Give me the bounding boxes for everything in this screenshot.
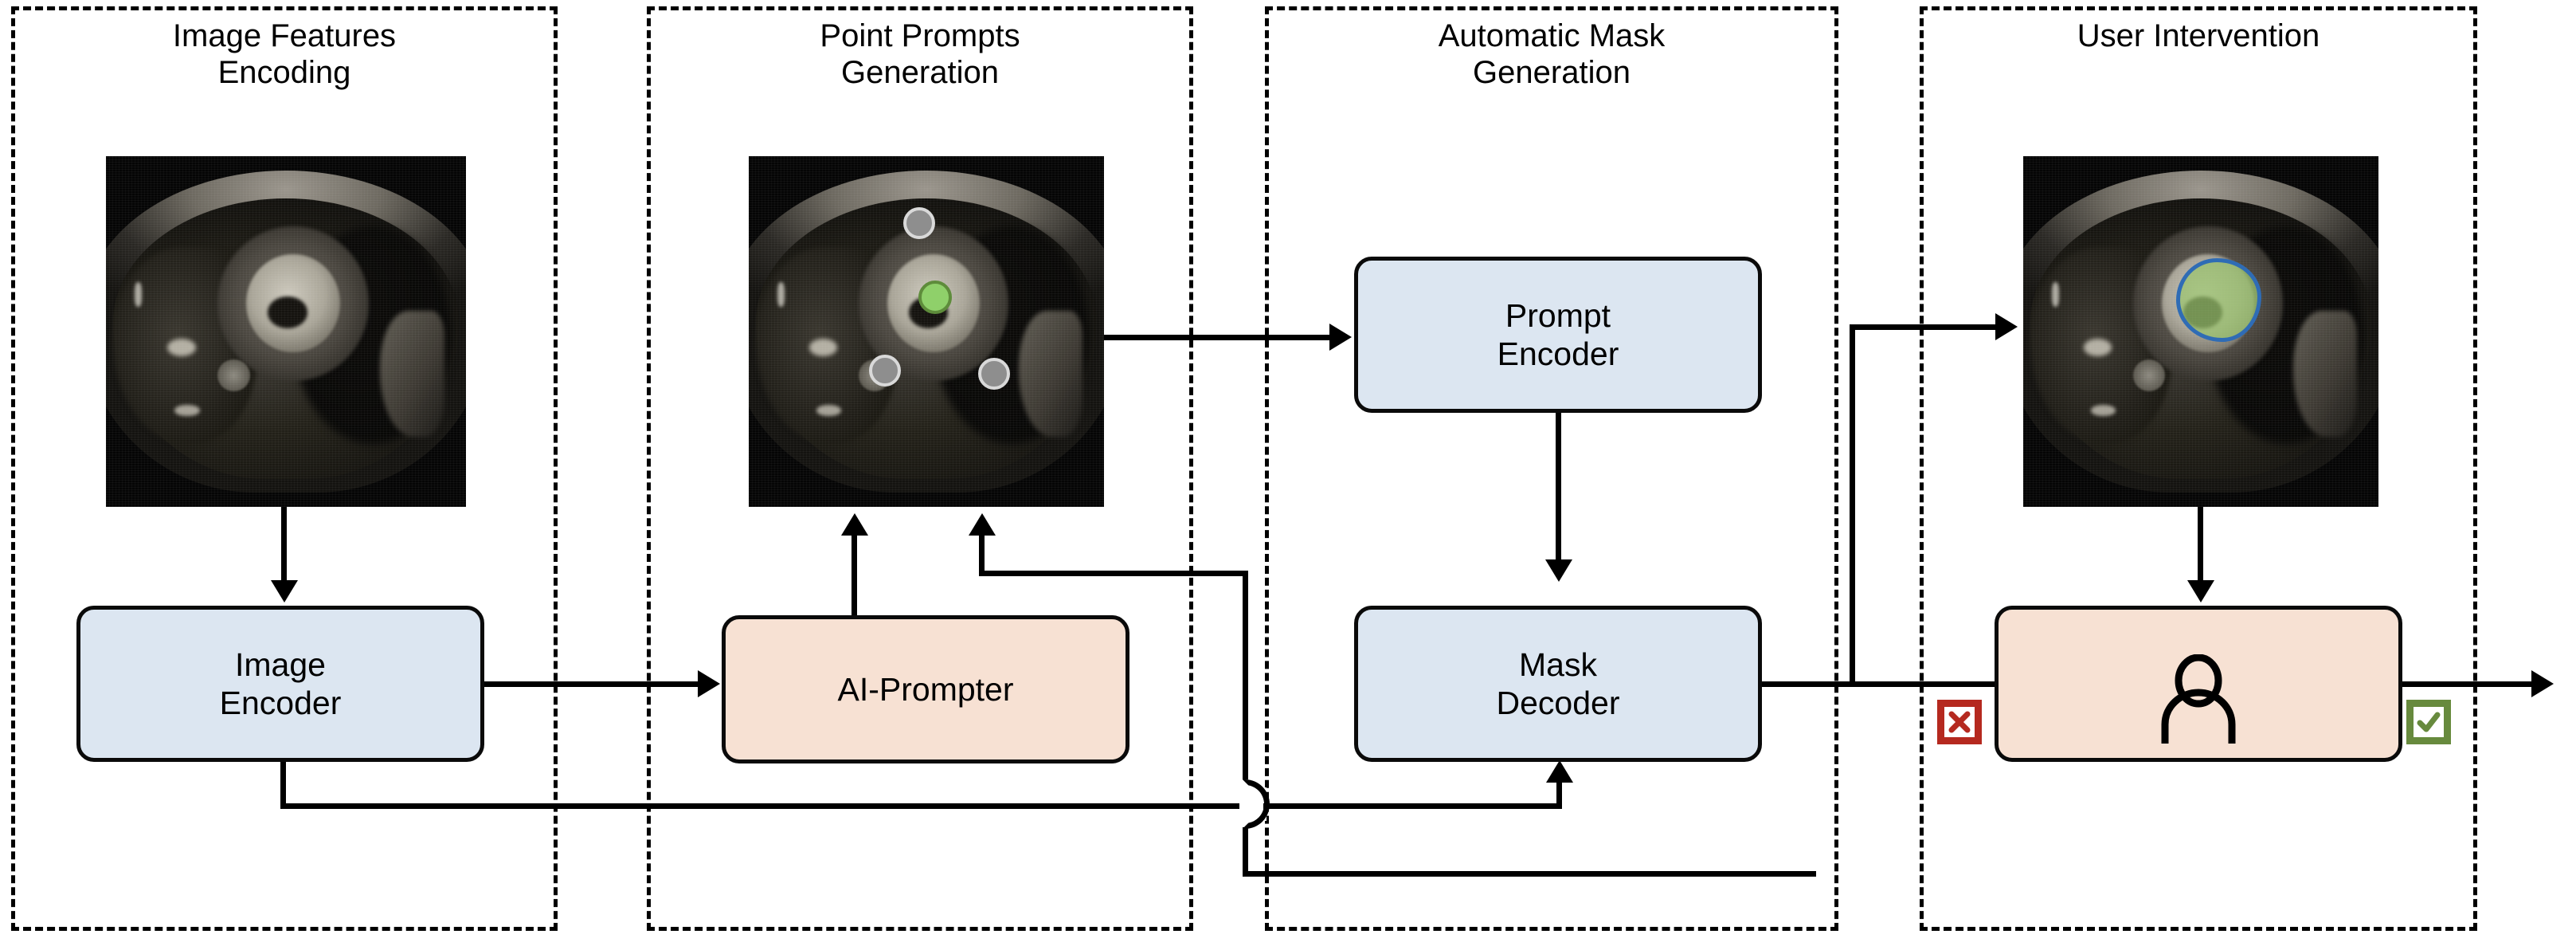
edge-image-encoder-bottom-stub: [280, 762, 286, 807]
node-ai-prompter[interactable]: AI-Prompter: [722, 615, 1129, 763]
node-prompt-encoder[interactable]: Prompt Encoder: [1354, 257, 1762, 413]
arrowhead-up-prompted-mri-feedback: [969, 513, 996, 536]
arrowhead-up-prompted-mri: [841, 513, 868, 536]
edge-prompted-mri-to-prompt-encoder: [1104, 335, 1335, 340]
edge-mask-decoder-to-segmented-mri: [1850, 324, 2001, 330]
arrowhead-right-segmented-mri: [1995, 313, 2018, 340]
arrowhead-right-output: [2531, 670, 2554, 697]
check-icon: [2417, 712, 2441, 732]
person-icon: [2155, 616, 2241, 752]
point-prompt-negative-point-2[interactable]: [868, 354, 901, 387]
cross-icon: [1948, 711, 1971, 733]
image-segmented-mri: [2023, 156, 2378, 507]
arrowhead-right-ai-prompter: [698, 670, 720, 697]
edge-reject-bus-vertical-lower: [1243, 827, 1248, 877]
panel-title-user-intervention: User Intervention: [2077, 18, 2320, 53]
panel-image-features-encoding: [11, 6, 558, 931]
panel-title-image-features-encoding: Image Features Encoding: [172, 18, 397, 90]
edge-reject-bus-vertical-upper: [1243, 571, 1248, 779]
reject-marker[interactable]: [1937, 700, 1982, 744]
image-prompted-mri: [749, 156, 1104, 507]
edge-reject-riser-to-prompted-mri: [979, 536, 985, 575]
edge-input-mri-to-image-encoder: [281, 507, 287, 587]
arrowhead-right-prompt-encoder: [1329, 324, 1352, 351]
panel-user-intervention: [1920, 6, 2477, 931]
image-input-mri: [106, 156, 466, 507]
point-prompt-negative-point-1[interactable]: [903, 206, 935, 239]
edge-reject-bus-bottom: [1243, 871, 1816, 877]
edge-user-accept-out: [2401, 681, 2536, 687]
edge-image-encoder-to-ai-prompter: [484, 681, 703, 687]
edge-segmented-mri-to-user: [2198, 507, 2203, 587]
panel-title-automatic-mask-generation: Automatic Mask Generation: [1438, 18, 1666, 90]
edge-mask-decoder-bus-right: [1263, 803, 1562, 809]
edge-reject-bus-to-riser: [979, 571, 1248, 576]
arrowhead-down-mask-decoder: [1545, 559, 1572, 582]
arrowhead-down-user: [2187, 580, 2214, 602]
edge-mask-decoder-out: [1762, 681, 1855, 687]
arrowhead-down-image-encoder: [271, 580, 298, 602]
panel-automatic-mask-generation: [1265, 6, 1838, 931]
panel-title-point-prompts-generation: Point Prompts Generation: [820, 18, 1020, 90]
edge-user-reject-out: [1818, 681, 1997, 687]
point-prompt-positive-point-1[interactable]: [918, 281, 953, 315]
point-prompt-negative-point-3[interactable]: [977, 358, 1010, 390]
node-image-encoder[interactable]: Image Encoder: [76, 606, 484, 762]
arrowhead-up-mask-decoder: [1546, 760, 1573, 783]
edge-mask-decoder-in-riser: [1556, 783, 1562, 803]
edge-image-encoder-to-mask-decoder-bus: [280, 803, 1250, 809]
panel-point-prompts-generation: [647, 6, 1193, 931]
node-mask-decoder[interactable]: Mask Decoder: [1354, 606, 1762, 762]
edge-ai-prompter-to-prompted-mri: [851, 536, 857, 615]
line-hop-icon: [1243, 779, 1270, 829]
accept-marker[interactable]: [2406, 700, 2451, 744]
edge-prompt-encoder-to-mask-decoder: [1556, 413, 1561, 566]
edge-mask-decoder-out-riser: [1850, 324, 1855, 685]
node-user[interactable]: [1995, 606, 2402, 762]
segmentation-mask-overlay: [2175, 257, 2261, 343]
